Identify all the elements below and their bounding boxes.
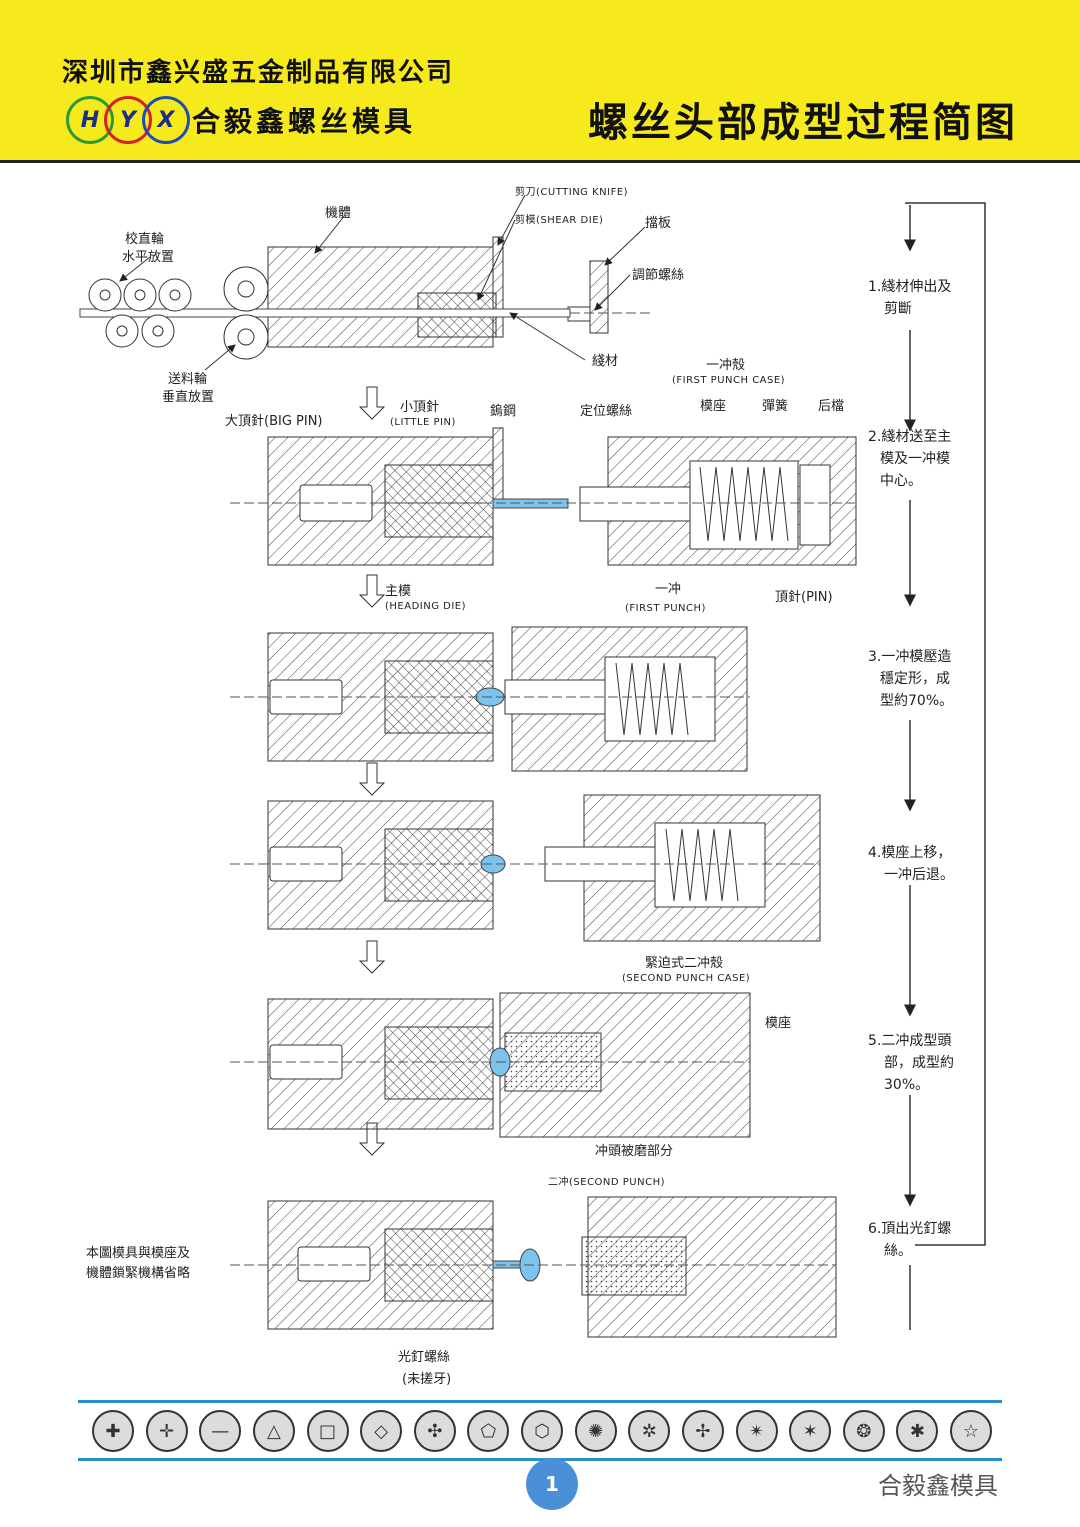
watermark: 合毅鑫模具 — [878, 1472, 998, 1500]
svg-text:2.綫材送至主模及一冲模中心。: 2.綫材送至主模及一冲模中心。 — [868, 429, 951, 489]
six-point-star-icon: ✱ — [896, 1410, 939, 1452]
svg-text:剪刀(CUTTING KNIFE): 剪刀(CUTTING KNIFE) — [515, 185, 628, 198]
svg-text:校直輪: 校直輪 — [125, 231, 164, 247]
phillips-icon: ✚ — [92, 1410, 134, 1452]
svg-text:(LITTLE PIN): (LITTLE PIN) — [390, 417, 456, 428]
svg-text:(HEADING DIE): (HEADING DIE) — [385, 601, 466, 612]
svg-text:綫材: 綫材 — [592, 354, 618, 369]
header-banner: 深圳市鑫兴盛五金制品有限公司 H Y X 合毅鑫螺丝模具 螺丝头部成型过程简图 — [0, 0, 1080, 163]
logo-ring-x: X — [142, 96, 190, 144]
stage-6-labels: 本圖模具與模座及 機體鎖緊機構省略 光釘螺絲 (未搓牙) — [86, 1246, 451, 1387]
brand-name: 合毅鑫螺丝模具 — [192, 105, 417, 138]
svg-text:彈簧: 彈簧 — [762, 398, 788, 414]
svg-text:(FIRST PUNCH CASE): (FIRST PUNCH CASE) — [672, 375, 785, 386]
svg-text:鎢鋼: 鎢鋼 — [490, 403, 516, 419]
svg-text:機體鎖緊機構省略: 機體鎖緊機構省略 — [86, 1265, 190, 1281]
svg-text:1.綫材伸出及剪斷: 1.綫材伸出及剪斷 — [868, 279, 951, 317]
page-number: 1 — [526, 1458, 578, 1510]
pentagon-icon: ⬠ — [467, 1410, 510, 1452]
svg-text:二冲(SECOND PUNCH): 二冲(SECOND PUNCH) — [548, 1175, 665, 1188]
svg-text:擋板: 擋板 — [645, 216, 671, 231]
svg-text:機體: 機體 — [325, 206, 351, 221]
svg-text:(SECOND PUNCH CASE): (SECOND PUNCH CASE) — [622, 973, 750, 984]
torx-icon: ✲ — [628, 1410, 671, 1452]
svg-text:光釘螺絲: 光釘螺絲 — [398, 1349, 450, 1365]
hexagon-icon: ⬡ — [521, 1410, 563, 1452]
company-name: 深圳市鑫兴盛五金制品有限公司 — [62, 58, 455, 88]
svg-text:后檔: 后檔 — [818, 399, 844, 414]
svg-text:(未搓牙): (未搓牙) — [402, 1371, 451, 1387]
stage-6-ejection — [230, 1196, 837, 1338]
star-icon: ✶ — [789, 1410, 832, 1452]
svg-text:頂針(PIN): 頂針(PIN) — [775, 590, 833, 605]
star-circle-icon: ☆ — [950, 1410, 992, 1452]
svg-text:4.模座上移，一冲后退。: 4.模座上移，一冲后退。 — [868, 845, 954, 883]
clutch-icon: ✢ — [681, 1410, 724, 1452]
hex-lobular-icon: ✺ — [574, 1410, 617, 1452]
step-texts: 1.綫材伸出及剪斷 2.綫材送至主模及一冲模中心。 3.一冲模壓造穩定形，成型約… — [868, 279, 954, 1259]
svg-text:垂直放置: 垂直放置 — [162, 390, 214, 405]
pin-torx-icon: ❂ — [842, 1410, 885, 1452]
page-title: 螺丝头部成型过程简图 — [588, 100, 1018, 146]
triangle-icon: △ — [252, 1410, 295, 1452]
svg-text:調節螺絲: 調節螺絲 — [632, 268, 684, 283]
svg-text:冲頭被磨部分: 冲頭被磨部分 — [595, 1144, 673, 1159]
stage-2-labels: 大頂針(BIG PIN) 小頂針 (LITTLE PIN) 鎢鋼 定位螺絲 模座… — [225, 358, 844, 614]
svg-text:模座: 模座 — [700, 399, 726, 414]
square-icon: □ — [306, 1410, 349, 1452]
cross-slot-icon: ✛ — [145, 1410, 188, 1452]
stage-3-first-punch — [230, 626, 750, 772]
icon-strip-top-rule — [78, 1400, 1002, 1403]
stage-5-labels: 緊迫式二冲殼 (SECOND PUNCH CASE) 模座 冲頭被磨部分 二冲(… — [548, 956, 791, 1188]
stage-2-feeding — [230, 427, 857, 566]
svg-text:小頂針: 小頂針 — [400, 400, 439, 415]
stage-1-cutting — [79, 194, 650, 371]
drive-type-icons: ✚ ✛ —△ □ ◇✣ ⬠ ⬡ ✺ ✲✢ ✴ ✶❂ ✱ ☆ — [92, 1410, 992, 1454]
svg-text:3.一冲模壓造穩定形，成型約70%。: 3.一冲模壓造穩定形，成型約70%。 — [868, 649, 953, 709]
svg-text:一冲殼: 一冲殼 — [706, 358, 745, 373]
stage-5-second-punch — [230, 992, 751, 1138]
svg-text:緊迫式二冲殼: 緊迫式二冲殼 — [645, 956, 723, 971]
svg-text:主模: 主模 — [385, 584, 411, 599]
svg-text:(FIRST PUNCH): (FIRST PUNCH) — [625, 603, 706, 614]
svg-text:模座: 模座 — [765, 1016, 791, 1031]
stage-4-retract — [230, 794, 821, 942]
svg-text:一冲: 一冲 — [655, 582, 681, 597]
svg-text:本圖模具與模座及: 本圖模具與模座及 — [86, 1246, 190, 1261]
slot-icon: — — [199, 1410, 242, 1452]
svg-text:大頂針(BIG PIN): 大頂針(BIG PIN) — [225, 414, 323, 429]
stage-1-labels: 機體 剪刀(CUTTING KNIFE) 剪模(SHEAR DIE) 擋板 校直… — [122, 185, 684, 405]
forming-process-diagram: 1.綫材伸出及剪斷 2.綫材送至主模及一冲模中心。 3.一冲模壓造穩定形，成型約… — [79, 185, 986, 1387]
spline-icon: ✴ — [735, 1410, 778, 1452]
pozi-square-icon: ✣ — [413, 1410, 456, 1452]
svg-text:6.頂出光釘螺絲。: 6.頂出光釘螺絲。 — [868, 1220, 951, 1259]
svg-text:水平放置: 水平放置 — [122, 250, 174, 265]
square-phillips-icon: ◇ — [360, 1410, 403, 1452]
svg-text:定位螺絲: 定位螺絲 — [580, 404, 632, 419]
step-column — [904, 202, 986, 1330]
svg-text:送料輪: 送料輪 — [168, 371, 207, 387]
svg-text:剪模(SHEAR DIE): 剪模(SHEAR DIE) — [515, 213, 603, 226]
process-arrows — [358, 386, 386, 1156]
